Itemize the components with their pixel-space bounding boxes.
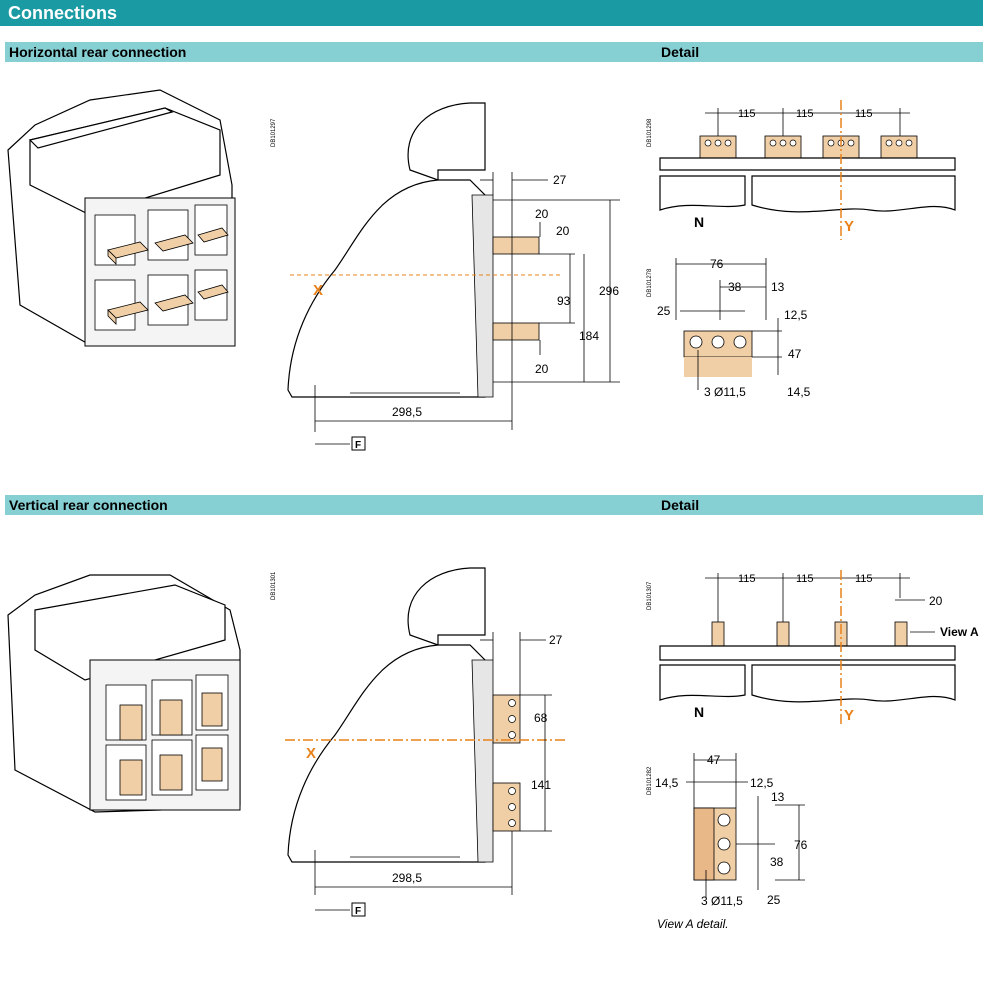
dim-13: 13 <box>771 280 785 294</box>
dim-115-c: 115 <box>855 108 873 120</box>
dim-27: 27 <box>553 173 567 187</box>
dim-47-v: 47 <box>707 753 721 767</box>
dim-93: 93 <box>557 294 571 308</box>
dim-115-b: 115 <box>796 108 814 120</box>
dim-115-d: 115 <box>738 573 756 585</box>
dim-25: 25 <box>657 304 671 318</box>
side-profile-horizontal: DB101297 X 27 296 20 20 93 184 20 298,5 … <box>271 102 620 451</box>
drawing-code: DB101301 <box>271 571 277 600</box>
section-title-vertical: Vertical rear connection <box>9 497 168 513</box>
front-marker: F <box>355 440 361 451</box>
dim-184: 184 <box>579 329 599 343</box>
dim-holes-v: 3 Ø11,5 <box>701 894 743 908</box>
dim-27-v: 27 <box>549 633 563 647</box>
terminal-detail-vertical: DB101282 47 14,5 12,5 13 76 38 25 3 Ø11,… <box>647 753 808 908</box>
view-a-label: View A <box>940 625 979 639</box>
dim-47: 47 <box>788 347 802 361</box>
dim-115-e: 115 <box>796 573 814 585</box>
dim-25-v: 25 <box>767 893 781 907</box>
drawing-code: DB101298 <box>647 118 653 147</box>
section-detail-vertical: Detail <box>661 497 700 513</box>
dim-298-5: 298,5 <box>392 405 422 419</box>
dim-13-v: 13 <box>771 790 785 804</box>
dim-holes: 3 Ø11,5 <box>704 385 746 399</box>
neutral-label: N <box>694 214 704 230</box>
drawing-code: DB101278 <box>647 268 653 297</box>
dim-12-5-v: 12,5 <box>750 776 774 790</box>
drawing-code: DB101282 <box>647 766 653 795</box>
dim-20-v: 20 <box>929 594 943 608</box>
dim-20-c: 20 <box>535 362 549 376</box>
breaker-3d-horizontal <box>7 89 236 347</box>
dim-296: 296 <box>599 284 619 298</box>
dim-14-5-v: 14,5 <box>655 776 679 790</box>
breaker-3d-vertical <box>7 574 241 813</box>
section-header-horizontal: Horizontal rear connection Detail <box>5 42 983 62</box>
dim-76-v: 76 <box>794 838 808 852</box>
detail-plan-vertical: DB101307 115 115 115 20 View A N Y <box>647 570 979 725</box>
axis-y-label: Y <box>844 218 854 235</box>
dim-141: 141 <box>531 778 551 792</box>
section-detail-horizontal: Detail <box>661 44 700 60</box>
dim-115-a: 115 <box>738 108 756 120</box>
dim-68: 68 <box>534 711 548 725</box>
view-a-caption: View A detail. <box>657 917 729 931</box>
neutral-label: N <box>694 704 704 720</box>
dim-115-f: 115 <box>855 573 873 585</box>
terminal-detail-horizontal: DB101278 76 38 13 25 12,5 47 14,5 3 Ø11,… <box>647 257 811 399</box>
front-marker: F <box>355 906 361 917</box>
dim-12-5: 12,5 <box>784 308 808 322</box>
section-header-vertical: Vertical rear connection Detail <box>5 495 983 515</box>
dim-20-b: 20 <box>556 224 570 238</box>
drawing-code: DB101307 <box>647 581 653 610</box>
axis-x-label: X <box>313 282 323 299</box>
side-profile-vertical: DB101301 X 27 68 141 298,5 F <box>271 567 565 917</box>
page-title: Connections <box>0 0 983 26</box>
axis-x-label: X <box>306 745 316 762</box>
dim-298-5-v: 298,5 <box>392 871 422 885</box>
drawing-code: DB101297 <box>271 118 277 147</box>
axis-y-label: Y <box>844 707 854 724</box>
dim-38: 38 <box>728 280 742 294</box>
dim-20-a: 20 <box>535 207 549 221</box>
dim-38-v: 38 <box>770 855 784 869</box>
section-title-horizontal: Horizontal rear connection <box>9 44 187 60</box>
dim-76: 76 <box>710 257 724 271</box>
dim-14-5: 14,5 <box>787 385 811 399</box>
detail-plan-horizontal: DB101298 115 115 115 N Y <box>647 100 956 240</box>
